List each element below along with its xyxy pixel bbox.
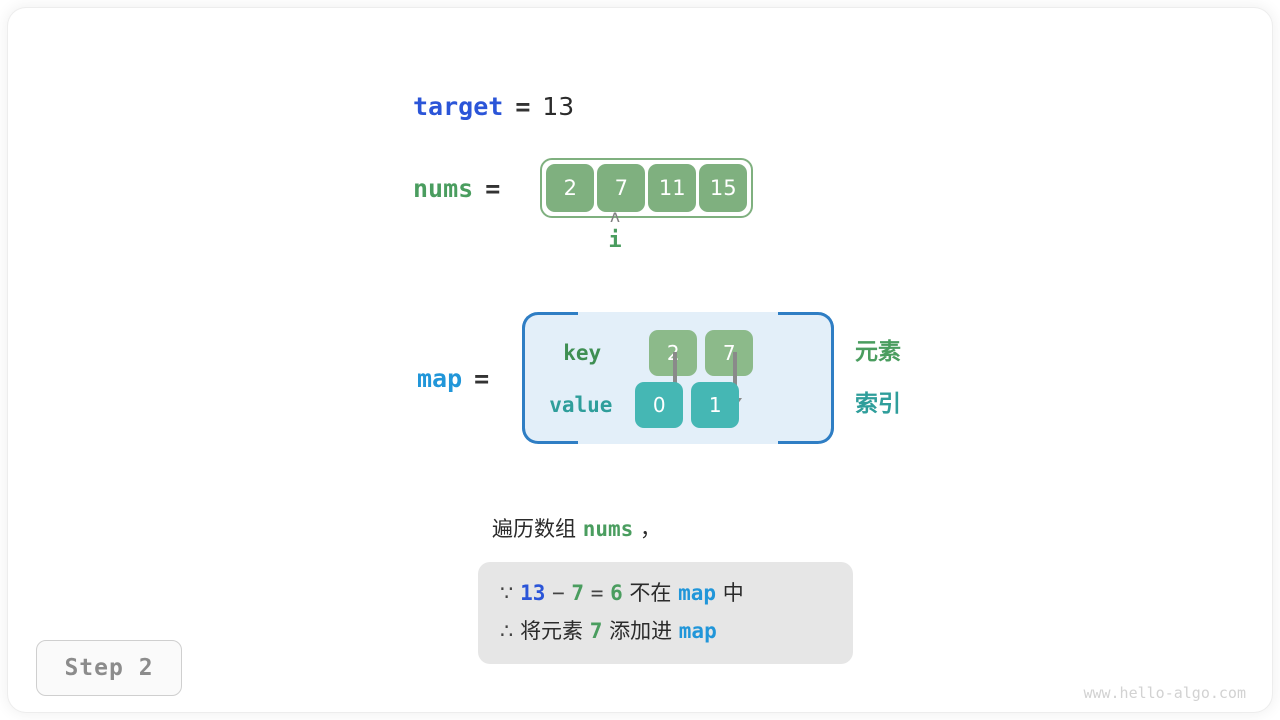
map-value-row: value 0 1 — [549, 382, 740, 428]
caret-icon: ʌ — [609, 207, 621, 227]
map-value-cell: 0 — [635, 382, 684, 428]
map-variable-label: map — [417, 363, 463, 393]
caption-text: 遍历数组 nums ， — [492, 513, 661, 543]
legend-index-label: 索引 — [855, 391, 901, 417]
callout-line-1: ∵ 13 − 7 = 6 不在 map 中 — [500, 574, 831, 612]
callout-target-value: 13 — [520, 581, 546, 605]
array-cell: 2 — [546, 164, 595, 212]
callout-added-number: 7 — [589, 619, 603, 643]
callout-line-2: ∴ 将元素 7 添加进 map — [500, 612, 831, 650]
callout-difference: 6 — [610, 581, 623, 605]
callout-line2-text-start: 将元素 — [520, 619, 584, 643]
target-variable-label: target — [413, 92, 504, 121]
map-value-label: value — [549, 393, 613, 417]
callout-line2-text-mid: 添加进 — [609, 619, 673, 643]
callout-map-keyword: map — [678, 581, 717, 605]
map-row: map = key 2 7 value 0 1 — [417, 312, 835, 444]
legend-element-label: 元素 — [855, 339, 901, 365]
legend: 元素 索引 — [855, 337, 901, 441]
nums-variable-label: nums — [413, 173, 474, 203]
target-row: target = 13 — [413, 92, 574, 121]
explanation-callout: ∵ 13 − 7 = 6 不在 map 中 ∴ 将元素 7 添加进 map — [478, 562, 853, 664]
minus-operator: − — [552, 581, 565, 605]
callout-text-end: 中 — [722, 581, 744, 605]
step-badge: Step 2 — [36, 640, 182, 696]
map-key-cells: 2 7 — [649, 330, 754, 376]
equals-operator: = — [590, 581, 604, 605]
index-pointer-label: i — [608, 228, 622, 253]
map-container: key 2 7 value 0 1 — [522, 312, 835, 444]
map-key-cell: 7 — [705, 330, 754, 376]
nums-equals-sign: = — [485, 173, 501, 203]
map-value-cell: 1 — [691, 382, 740, 428]
map-value-cells: 0 1 — [635, 382, 740, 428]
target-value: 13 — [542, 92, 575, 121]
callout-line2-map-keyword: map — [678, 619, 717, 643]
array-cell: 11 — [648, 164, 697, 212]
caption-keyword: nums — [582, 517, 634, 541]
map-key-label: key — [563, 341, 602, 365]
array-cell: 15 — [699, 164, 748, 212]
therefore-symbol: ∴ — [500, 619, 514, 643]
map-equals-sign: = — [474, 363, 490, 393]
site-watermark: www.hello-algo.com — [1083, 684, 1246, 702]
target-equals-sign: = — [515, 92, 531, 121]
caption-prefix: 遍历数组 — [492, 517, 576, 541]
index-pointer: ʌ i — [594, 208, 636, 256]
nums-row: nums = 2 7 11 15 — [413, 158, 754, 218]
because-symbol: ∵ — [500, 581, 514, 605]
map-key-row: key 2 7 — [563, 330, 754, 376]
callout-current-number: 7 — [571, 581, 585, 605]
caption-suffix: ， — [639, 517, 661, 541]
array-container: 2 7 11 15 — [540, 158, 754, 218]
callout-text-mid: 不在 — [629, 581, 672, 605]
array-cell: 7 — [597, 164, 646, 212]
